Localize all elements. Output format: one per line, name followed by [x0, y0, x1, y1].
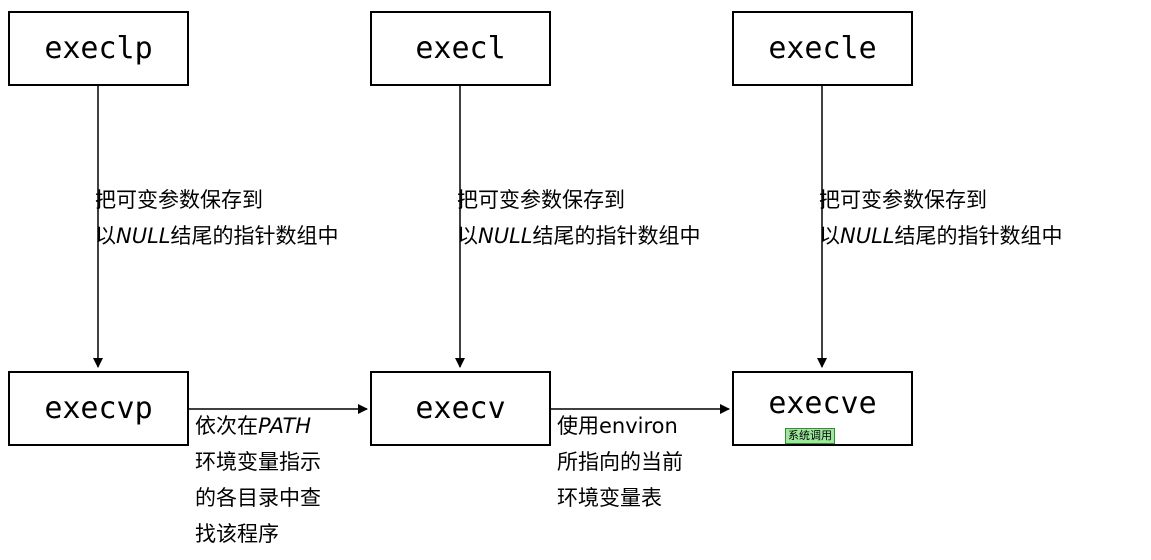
note-line-1: 把可变参数保存到 [819, 188, 987, 212]
note-line-2: 以NULL结尾的指针数组中 [457, 224, 701, 248]
execl-box: execl [370, 11, 551, 86]
note-execl-vector: 把可变参数保存到 以NULL结尾的指针数组中 [457, 182, 700, 254]
execl-label: execl [415, 31, 506, 66]
note-line-1: 把可变参数保存到 [95, 188, 263, 212]
null-term: NULL [478, 224, 533, 248]
execle-label: execle [768, 31, 877, 66]
note-line-1: 把可变参数保存到 [457, 188, 625, 212]
note-line-4: 找该程序 [195, 522, 279, 546]
null-term: NULL [840, 224, 895, 248]
null-term: NULL [116, 224, 171, 248]
note-line-1: 使用environ [557, 414, 678, 438]
note-line-2: 环境变量指示 [195, 450, 321, 474]
execvp-box: execvp [8, 371, 189, 446]
note-execlp-vector: 把可变参数保存到 以NULL结尾的指针数组中 [95, 182, 338, 254]
execve-box: execve [732, 371, 913, 446]
system-call-badge: 系统调用 [785, 428, 835, 444]
note-line-3: 的各目录中查 [195, 486, 321, 510]
environ-term: environ [599, 414, 678, 438]
note-line-2: 所指向的当前 [557, 450, 683, 474]
note-line-1: 依次在PATH [195, 414, 312, 438]
execlp-label: execlp [44, 31, 153, 66]
note-environ: 使用environ 所指向的当前 环境变量表 [557, 408, 683, 516]
note-execle-vector: 把可变参数保存到 以NULL结尾的指针数组中 [819, 182, 1062, 254]
execv-label: execv [415, 391, 506, 426]
execle-box: execle [732, 11, 913, 86]
note-line-2: 以NULL结尾的指针数组中 [819, 224, 1063, 248]
execve-label: execve [768, 386, 877, 421]
execlp-box: execlp [8, 11, 189, 86]
note-path-search: 依次在PATH 环境变量指示 的各目录中查 找该程序 [195, 408, 321, 552]
execvp-label: execvp [44, 391, 153, 426]
note-line-3: 环境变量表 [557, 486, 662, 510]
path-term: PATH [258, 414, 312, 438]
execv-box: execv [370, 371, 551, 446]
note-line-2: 以NULL结尾的指针数组中 [95, 224, 339, 248]
